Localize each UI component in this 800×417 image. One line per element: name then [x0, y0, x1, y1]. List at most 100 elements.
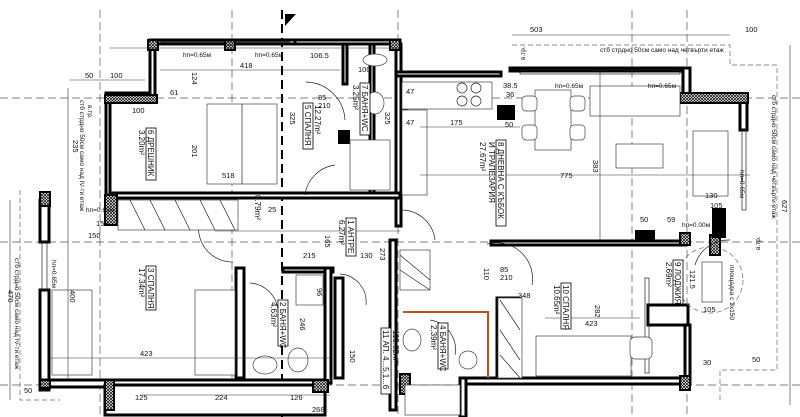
svg-text:17.34m²: 17.34m²: [137, 268, 146, 298]
dim-label: 325: [383, 112, 392, 125]
dim-label: 150: [96, 219, 109, 228]
dim-label: 201: [190, 145, 199, 158]
cantilever-note: стб стрдно 50см само над четвърти етаж: [770, 95, 778, 219]
room-label-dreshnik: 6 ДРЕШНИК 3.20m²: [137, 127, 157, 181]
dining-table: [534, 89, 572, 151]
svg-text:2 БАНЯ+WC: 2 БАНЯ+WC: [278, 302, 287, 349]
svg-text:7 БАНЯ+WC: 7 БАНЯ+WC: [360, 85, 369, 132]
toilet: [287, 347, 309, 373]
room-label-living-8: 8 ДНЕВНА С КЪБОК И ТРАПЕЗАРИЯ 27.67m²: [478, 139, 507, 227]
wardrobes: [117, 199, 523, 416]
svg-text:10.65m²: 10.65m²: [552, 285, 561, 315]
room-label-closet: 0.79m²: [253, 195, 262, 220]
doors: [198, 81, 744, 356]
sill-height: hп=0.65м: [555, 83, 584, 90]
toilet: [402, 328, 422, 352]
dim-label: 130: [705, 191, 718, 200]
dim-label: 47: [406, 118, 414, 127]
dim-label: 47: [406, 87, 414, 96]
dim-label: 165: [323, 235, 332, 248]
annotations: стб стрдно 50см само над четвърти етаж с…: [13, 46, 778, 370]
dim-label: 100: [745, 25, 758, 34]
dim-label: 400: [68, 290, 77, 303]
dim-label: 38.5: [503, 81, 518, 90]
coffee-table: [615, 143, 664, 169]
sill-height: hп=0.65м: [255, 52, 284, 59]
kitchen-counter: [401, 81, 493, 110]
room-label-bedroom-3: 3 СПАЛНЯ 17.34m²: [137, 265, 157, 311]
svg-text:И ТРАПЕЗАРИЯ: И ТРАПЕЗАРИЯ: [487, 142, 496, 203]
bed: [194, 289, 236, 376]
dim-label: 235: [71, 140, 80, 153]
dim-label: 282: [593, 305, 602, 318]
svg-text:4 БАНЯ+WC: 4 БАНЯ+WC: [438, 325, 447, 372]
svg-text:27.67m²: 27.67m²: [478, 142, 487, 172]
sill-height: hп=0.65м: [183, 52, 212, 59]
sofa: [692, 130, 729, 197]
sill-height: hп=0.65м: [86, 207, 115, 214]
dim-label: 325: [288, 112, 297, 125]
svg-text:110.92m²: 110.92m²: [391, 330, 400, 364]
room-label-entrance-1: 1 АНТРЕ 6.27m²: [337, 217, 357, 257]
dim-label: 30: [703, 358, 711, 367]
cantilever-note: стб стрдно 50см само над четвърти етаж: [600, 46, 724, 54]
svg-text:6.27m²: 6.27m²: [337, 220, 346, 245]
svg-text:9 ЛОДЖИЯ: 9 ЛОДЖИЯ: [673, 262, 682, 305]
svg-text:11 АП. 4...5.1...6: 11 АП. 4...5.1...6: [381, 330, 390, 390]
dim-label: 110: [482, 268, 491, 280]
dim-label: 215: [303, 251, 316, 260]
furniture: [51, 53, 729, 377]
room-label-bedroom-10: 10 СПАЛНЯ 10.65m²: [552, 282, 572, 330]
dim-label: 59: [667, 215, 675, 224]
dim-label: 503: [530, 25, 543, 34]
svg-text:10 СПАЛНЯ: 10 СПАЛНЯ: [561, 285, 570, 330]
dim-label: 383: [591, 160, 600, 173]
dim-label: 273: [378, 248, 387, 261]
room-label-apartment-11: 11 АП. 4...5.1...6 110.92m²: [380, 327, 400, 395]
room-label-loggia-9: 9 ЛОДЖИЯ 2.69m²: [664, 259, 684, 305]
dim-label: 518: [222, 171, 235, 180]
dim-label: 348: [518, 291, 531, 300]
wet-wall-accent: [403, 311, 489, 378]
room-label-bathroom-4: 4 БАНЯ+WC 2.39m²: [429, 322, 449, 372]
dim-label: 50: [752, 355, 760, 364]
dim-label: 775: [560, 171, 573, 180]
chair: [629, 336, 653, 360]
dim-label: 105: [703, 305, 716, 314]
dim-label: 246: [298, 318, 307, 331]
dim-label: 150: [88, 231, 101, 240]
sill-height: hп=0.65м: [50, 260, 57, 289]
section-marker-icon: [285, 14, 296, 26]
svg-text:0.79m²: 0.79m²: [253, 195, 262, 220]
dim-label: 423: [140, 349, 153, 358]
sill-height: hп=0.65м: [648, 83, 677, 90]
cantilever-note: стб стрдно 50см само над IV-ти етаж: [78, 100, 86, 212]
dim-label: 50: [85, 71, 93, 80]
room-labels: 6 ДРЕШНИК 3.20m² 5 СПАЛНЯ 12.27m² 7 БАНЯ…: [137, 82, 684, 395]
svg-text:3.25m²: 3.25m²: [351, 85, 360, 110]
svg-text:5 СПАЛНЯ: 5 СПАЛНЯ: [303, 105, 312, 146]
dim-label: 268: [312, 405, 325, 414]
bed: [51, 289, 93, 376]
dim-label: 50: [24, 386, 32, 395]
dim-label: 224: [215, 393, 228, 402]
cantilever-outline: [19, 44, 778, 401]
room-label-bedroom-5: 5 СПАЛНЯ 12.27m²: [302, 102, 322, 150]
sink: [362, 53, 388, 67]
dim-label: 121.5: [688, 270, 697, 289]
svg-text:3 СПАЛНЯ: 3 СПАЛНЯ: [146, 268, 155, 309]
svg-text:8 ДНЕВНА С КЪБОК: 8 ДНЕВНА С КЪБОК: [496, 142, 505, 219]
cantilever-note: стб стрдно 50см само над IV-ти етаж: [13, 258, 21, 370]
dim-label: 50: [640, 215, 648, 224]
dim-label: 470: [6, 290, 15, 303]
dim-label: 36: [506, 90, 514, 99]
dim-label: 25: [268, 205, 276, 214]
dim-label: 100: [358, 65, 371, 74]
svg-text:1 АНТРЕ: 1 АНТРЕ: [346, 220, 355, 253]
svg-text:2.39m²: 2.39m²: [429, 325, 438, 350]
shower: [295, 274, 324, 306]
downpipe-label: в.тр.: [86, 105, 93, 119]
dim-label: 50: [505, 120, 513, 129]
dim-label: 175: [450, 118, 463, 127]
